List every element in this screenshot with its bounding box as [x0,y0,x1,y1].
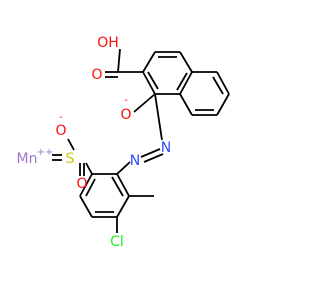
bond-ring-s [85,162,93,175]
bond-c4a-c8a [179,71,193,95]
bond-c1-n [154,93,163,141]
bond-c4-c4a [179,51,193,73]
bond-a5-a6 [79,173,93,197]
bond-s-o-top [67,138,75,151]
label-sulfur: S [66,151,75,167]
bond-c2-c3 [142,51,156,73]
bond-c5-c6-double [212,76,224,95]
bond-cooh-c-oh [117,48,121,73]
bond-a2-a3 [116,195,130,218]
bond-a1-a2-double [111,176,124,197]
bond-c8-c8a [179,93,193,116]
label-phenolate-charge: - [124,95,128,106]
bond-a1-a2 [116,173,130,197]
label-carbonyl-o: O [91,67,102,83]
label-azo-n1: N [161,140,171,156]
bond-c1-o [133,93,156,113]
bond-c1-c2 [142,71,156,95]
label-sulfonate-o-bottom: O [76,176,87,192]
label-azo-n2: N [130,153,140,169]
bond-c4a-c8a-double [176,72,188,91]
label-manganese-charge: ++ [37,147,54,158]
bond-n-n-double [143,153,164,163]
label-manganese: Mn [17,151,38,167]
bond-c6-c7 [216,93,230,116]
label-chlorine: Cl [110,234,124,250]
molecule-structure: OH O O - N N S O - O Cl Mn ++ [17,35,230,250]
label-sulfonate-o-top-charge: - [59,112,63,123]
label-sulfonate-o-top: O [55,123,66,139]
bond-a5-a6-double [85,178,96,197]
bond-n-n [140,148,161,158]
molecule-canvas: OH O O - N N S O - O Cl Mn ++ [17,35,230,250]
label-oh: OH [97,35,119,51]
bond-a4-a5 [79,195,93,218]
bond-c5-c6 [216,71,230,95]
bond-c1-c2-double [147,71,159,90]
bond-n-aryl [116,161,131,175]
label-phenolate-o: O [120,107,131,123]
